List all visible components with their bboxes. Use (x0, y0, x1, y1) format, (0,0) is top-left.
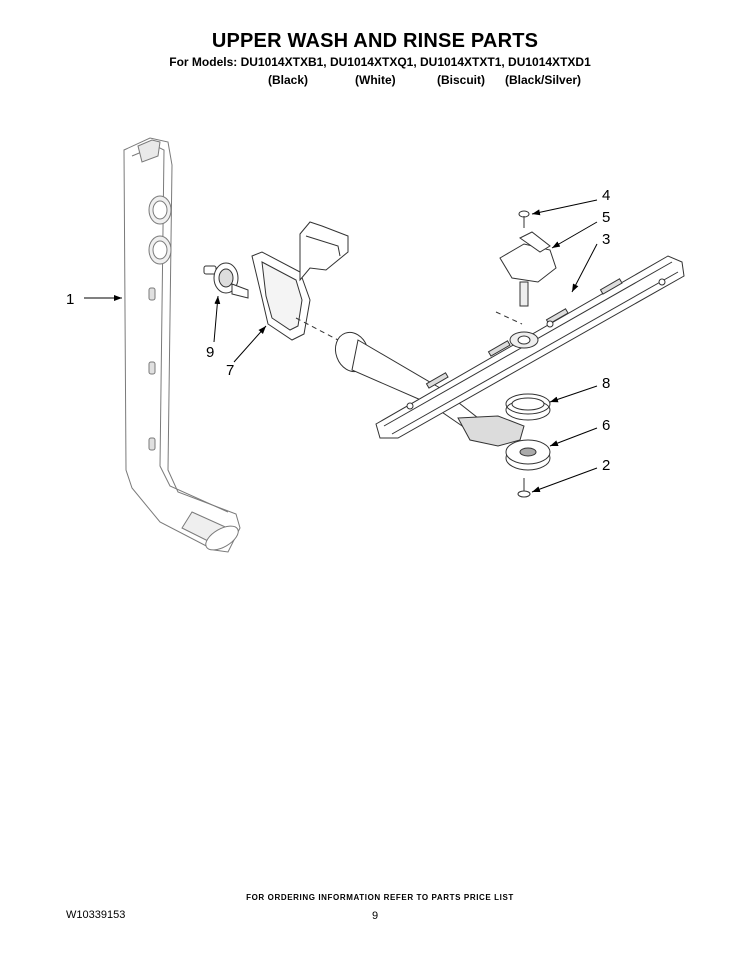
models-line: For Models: DU1014XTXB1, DU1014XTXQ1, DU… (169, 55, 591, 69)
ordering-info-note: FOR ORDERING INFORMATION REFER TO PARTS … (246, 893, 514, 902)
callout-numbers: 1 2 3 4 5 6 7 8 9 (66, 187, 610, 474)
part-3-upper-spray-arm (334, 255, 685, 447)
part-9-nozzle (203, 262, 249, 299)
color-label-black: (Black) (268, 73, 309, 87)
page-number: 9 (372, 910, 379, 922)
part-1-vertical-duct (123, 137, 241, 553)
callout-9: 9 (206, 344, 214, 361)
part-5-spray-arm-mount (499, 231, 557, 307)
callout-leaders (84, 199, 598, 493)
part-4-screw (518, 210, 530, 228)
callout-2: 2 (602, 457, 610, 474)
assembly-guide-lines (295, 311, 523, 341)
part-7-bracket (251, 221, 349, 341)
exploded-parts-diagram: 1 2 3 4 5 6 7 8 9 (66, 137, 685, 553)
color-label-black-silver: (Black/Silver) (505, 73, 582, 87)
callout-6: 6 (602, 417, 610, 434)
color-label-white: (White) (355, 73, 396, 87)
callout-7: 7 (226, 362, 234, 379)
callout-3: 3 (602, 231, 610, 248)
callout-1: 1 (66, 291, 74, 308)
callout-5: 5 (602, 209, 610, 226)
color-label-biscuit: (Biscuit) (437, 73, 485, 87)
page-title: UPPER WASH AND RINSE PARTS (211, 30, 539, 52)
part-8-seal-ring (505, 393, 551, 421)
part-2-screw (517, 478, 531, 498)
document-number: W10339153 (66, 909, 126, 921)
callout-8: 8 (602, 375, 610, 392)
callout-4: 4 (602, 187, 610, 204)
part-6-spray-arm-hub (505, 439, 551, 471)
